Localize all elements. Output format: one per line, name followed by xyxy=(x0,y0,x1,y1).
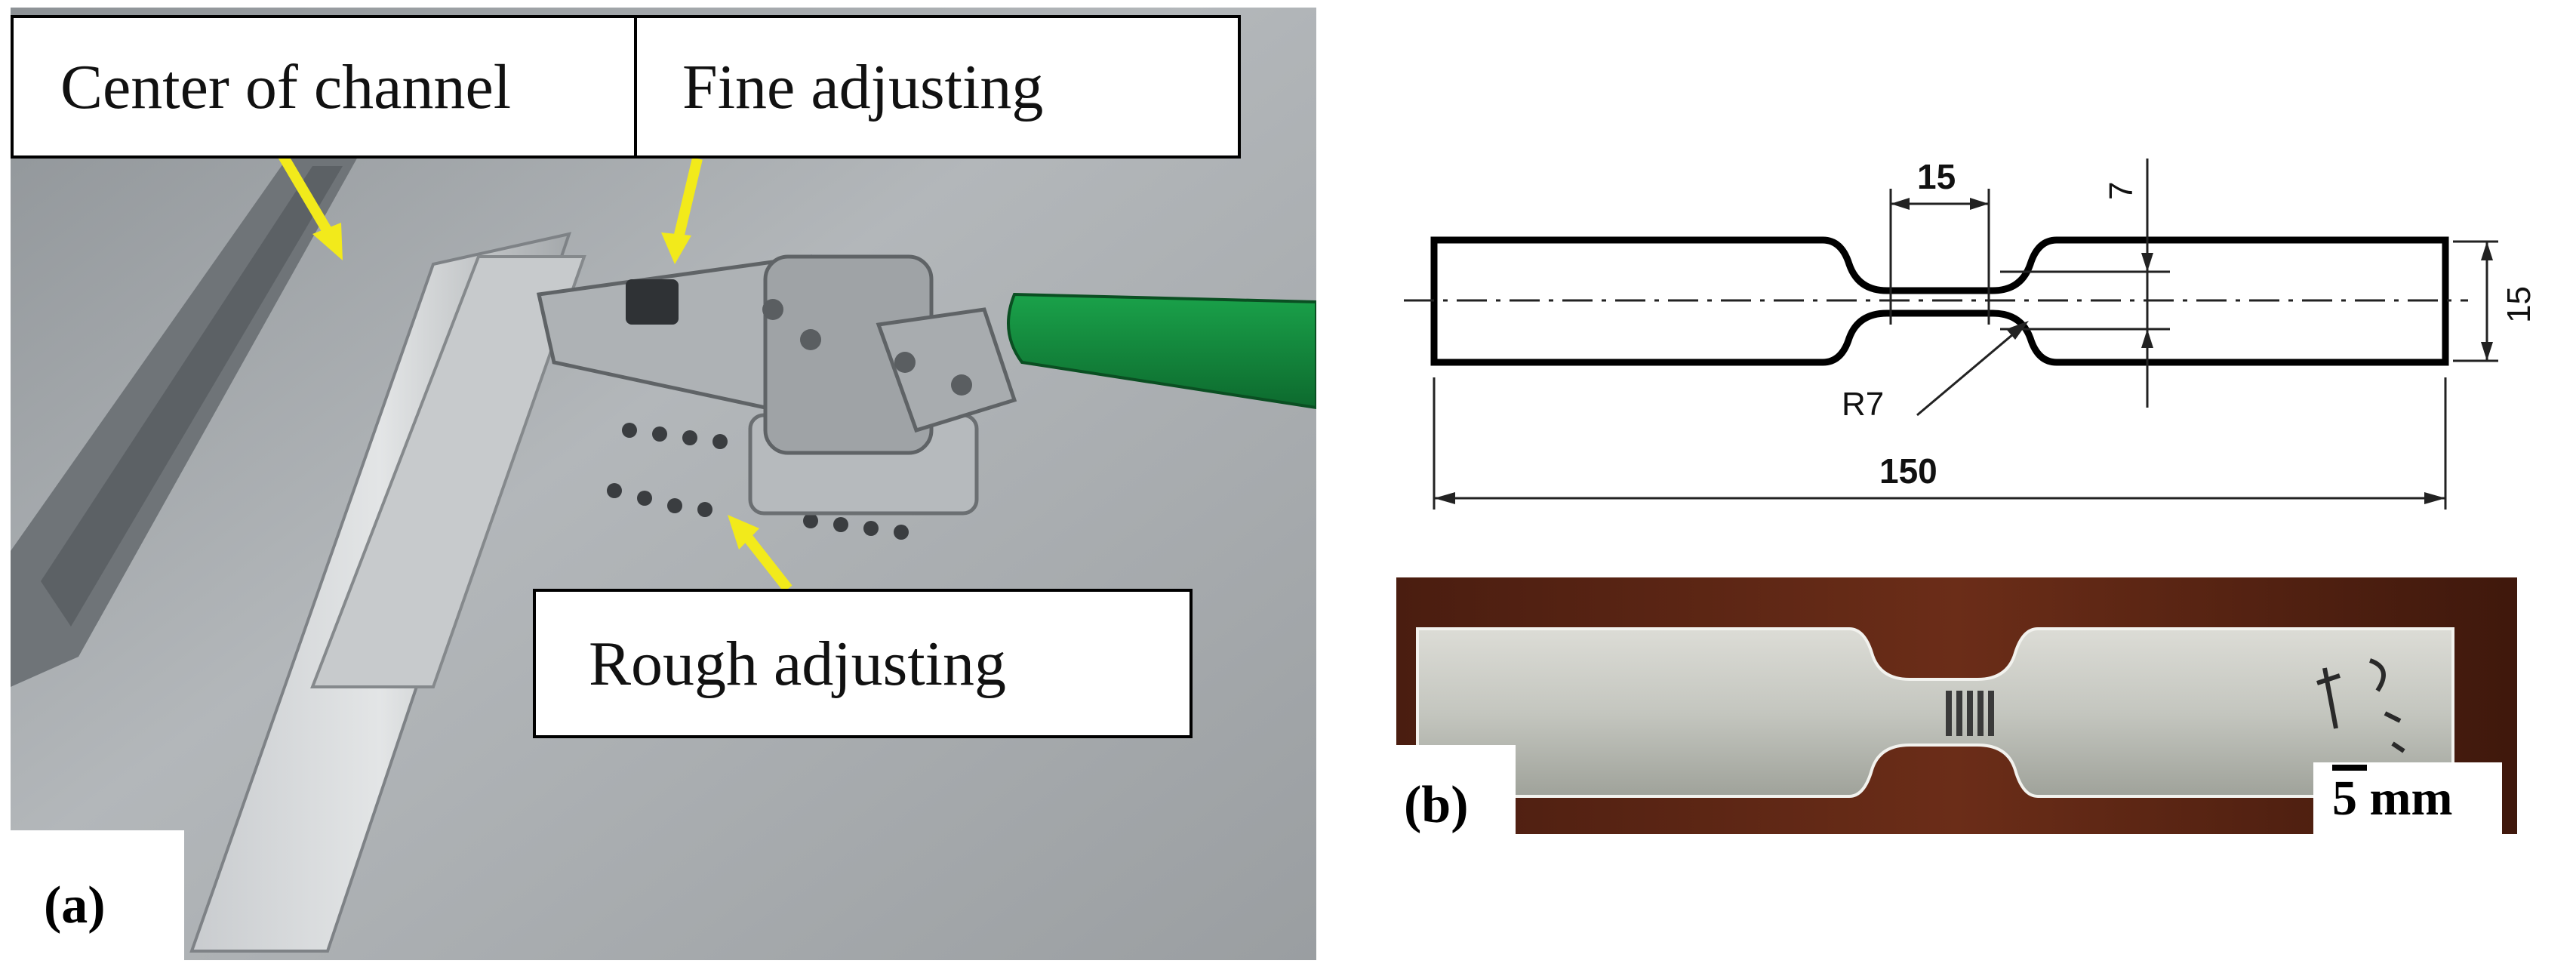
panel-b-tag: (b) xyxy=(1404,776,1469,834)
dim-neck-height: 7 xyxy=(2103,182,2140,200)
yellow-arrows xyxy=(277,152,792,593)
label-rough-adjusting: Rough adjusting xyxy=(533,589,1193,738)
scale-bar-label: 5 mm xyxy=(2332,771,2453,826)
dim-end-height: 15 xyxy=(2501,286,2538,323)
label-rough-adjusting-text: Rough adjusting xyxy=(589,628,1007,699)
scale-bar-bg xyxy=(2313,762,2502,838)
panel-a-photo: Center of channel Fine adjusting Rough a… xyxy=(11,8,1316,960)
marker-scribbles xyxy=(2316,658,2405,753)
specimen-drawing: 15 7 15 R7 150 xyxy=(1404,157,2538,510)
base-plate xyxy=(11,8,1316,960)
panel-a-tag-bg xyxy=(11,830,184,960)
dim-radius: R7 xyxy=(1842,386,1884,423)
panel-b-tag-bg xyxy=(1387,745,1516,839)
scale-bar-line xyxy=(2332,765,2367,771)
specimen-outline xyxy=(1430,236,2449,366)
guide-block xyxy=(310,255,586,688)
weld-seam xyxy=(1946,691,1994,736)
rough-adjust-holes xyxy=(607,423,909,540)
channel-inner xyxy=(41,166,343,627)
panel-b-photo: (b) 5 mm xyxy=(1387,577,2517,839)
dim-total-length: 150 xyxy=(1879,451,1937,491)
label-center-of-channel: Center of channel xyxy=(11,15,637,159)
panel-a-tag: (a) xyxy=(44,876,106,934)
label-center-of-channel-text: Center of channel xyxy=(60,51,512,122)
clamp-handle xyxy=(1007,292,1316,410)
label-fine-adjusting: Fine adjusting xyxy=(634,15,1241,159)
panel-b-drawing: 15 7 15 R7 150 xyxy=(1389,128,2551,528)
dim-neck-width: 15 xyxy=(1917,157,1956,196)
label-fine-adjusting-text: Fine adjusting xyxy=(682,51,1044,122)
toggle-clamp xyxy=(536,254,1017,516)
fixture-photo xyxy=(11,8,1316,960)
